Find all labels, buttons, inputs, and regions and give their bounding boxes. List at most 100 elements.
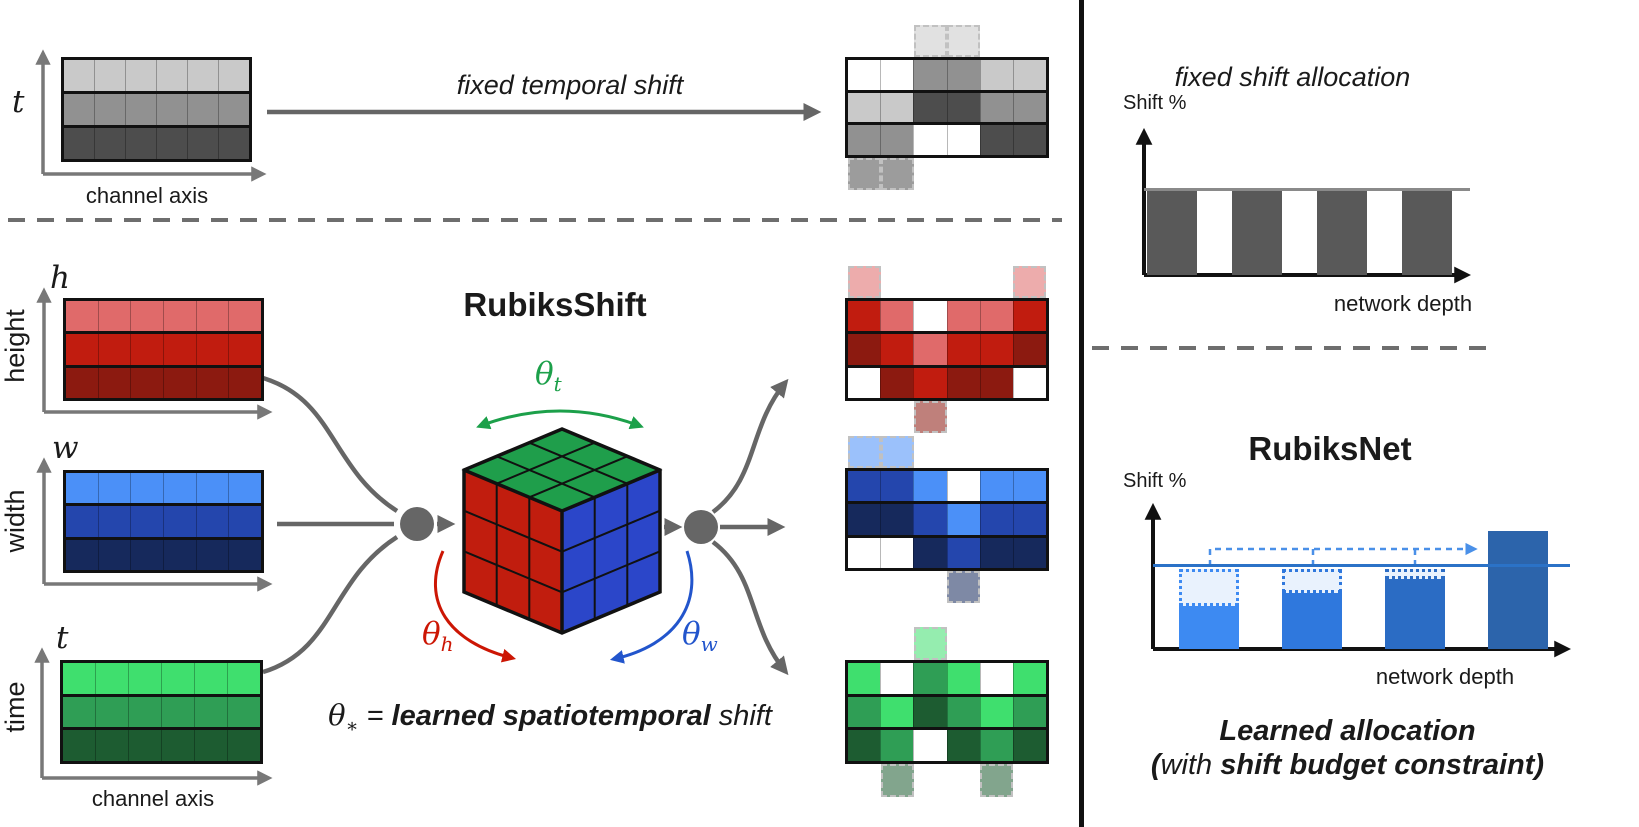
shifted-out-cell [980, 764, 1013, 797]
grid-cell [228, 506, 262, 537]
grid-cell [979, 92, 1013, 123]
grid-row [66, 473, 262, 504]
grid-cell [187, 128, 218, 159]
rubiksshift-title: RubiksShift [463, 286, 647, 323]
fixed-shift-allocation-title: fixed shift allocation [1174, 62, 1411, 92]
grid-cell [913, 92, 947, 123]
grid-cell [913, 125, 947, 156]
grid-cell [946, 730, 980, 762]
theta-w-arc [609, 550, 694, 664]
grid-cell [979, 60, 1013, 90]
unused-budget-box [1282, 569, 1342, 593]
grid-cell [194, 696, 227, 728]
fixed-allocation-chart [1144, 130, 1470, 275]
grid-cell [128, 663, 161, 694]
output-grid-height-shift [845, 265, 1049, 434]
grid-cell [946, 60, 980, 90]
theta-h-sub: h [440, 632, 454, 657]
grid-cell [97, 301, 131, 332]
grid-cell [97, 367, 131, 398]
grid-cell [979, 301, 1013, 332]
grid-row [848, 364, 1047, 398]
grid-cell [848, 367, 881, 398]
grid-cell [979, 504, 1013, 535]
theta-w-sub: w [700, 632, 718, 657]
grid-row [66, 364, 262, 398]
grid-cell [128, 696, 161, 728]
caption-line2: (with shift budget constraint) [1150, 749, 1545, 781]
grid-cell [848, 60, 881, 90]
shift-bar [1179, 569, 1239, 649]
shift-bar-solid [1232, 191, 1282, 275]
grid-cell [979, 696, 1013, 728]
shifted-out-cell [914, 401, 947, 434]
shift-bar-solid [1317, 191, 1367, 275]
grid-row [848, 501, 1047, 535]
caption-line1: Learned allocation [1219, 715, 1476, 747]
grid-cell [946, 696, 980, 728]
shift-bar [1282, 569, 1342, 649]
grid-cell [63, 730, 95, 762]
grid-cell [913, 663, 947, 694]
grid-cell [125, 94, 156, 125]
vertical-divider [1079, 0, 1084, 827]
grid-cell [848, 471, 881, 502]
grid-cell [156, 94, 187, 125]
grid-row [848, 301, 1047, 332]
grid-cell [1012, 537, 1047, 568]
grid-cell [63, 696, 95, 728]
shift-bar [1232, 191, 1282, 275]
input-grid-height [63, 298, 264, 401]
grid-cell [880, 301, 914, 332]
grid-cell [848, 504, 881, 535]
grid-cell [946, 334, 980, 365]
grid-row [848, 122, 1047, 156]
grid-cell [880, 367, 914, 398]
cube-top-face [461, 427, 663, 513]
grid-cell [228, 334, 262, 365]
learned-allocation-caption: Learned allocation (with shift budget co… [1095, 714, 1600, 782]
grid-row [63, 727, 260, 762]
caption-with: with [1160, 749, 1221, 781]
fixed-temporal-shift-label: fixed temporal shift [456, 70, 684, 100]
shifted-out-cell [914, 25, 947, 57]
grid-cell [63, 663, 95, 694]
grid-cell [1012, 471, 1047, 502]
grid-cell [156, 60, 187, 91]
grid-cell [64, 60, 94, 91]
merge-node-out [684, 510, 718, 544]
grid-cell [161, 696, 194, 728]
rubiksnet-title: RubiksNet [1248, 430, 1412, 467]
grid-row [64, 60, 249, 91]
grid-cell [218, 60, 249, 91]
grid-row [848, 89, 1047, 123]
theta-h-label: θh [422, 616, 454, 656]
shift-bar [1488, 531, 1548, 649]
grid-cell [979, 334, 1013, 365]
theta-w-label: θw [682, 616, 718, 656]
t-axis-letter-top: t [12, 84, 25, 120]
grid-row [66, 536, 262, 570]
grid-cell [227, 696, 260, 728]
cube-left-face [463, 468, 563, 635]
shifted-out-cell [848, 435, 881, 468]
grid-cell [979, 471, 1013, 502]
grid-cell [848, 537, 881, 568]
height-axis-label: height [0, 309, 30, 383]
grid-cell [1012, 696, 1047, 728]
output-grid-width-shift [845, 435, 1049, 604]
theta-arcs [433, 409, 694, 664]
grid-cell [66, 473, 98, 504]
grid-cell [848, 730, 881, 762]
grid-cell [227, 730, 260, 762]
grid-cell [195, 301, 229, 332]
fixed-allocation-bars [1144, 130, 1470, 275]
grid-cell [66, 334, 98, 365]
formula-bold-part: learned spatiotemporal [391, 700, 711, 732]
grid-cell [64, 94, 94, 125]
grid-row [848, 693, 1047, 728]
grid-cell [913, 537, 947, 568]
w-axis-letter: w [52, 430, 79, 466]
fixed-budget-line [1144, 187, 1470, 191]
